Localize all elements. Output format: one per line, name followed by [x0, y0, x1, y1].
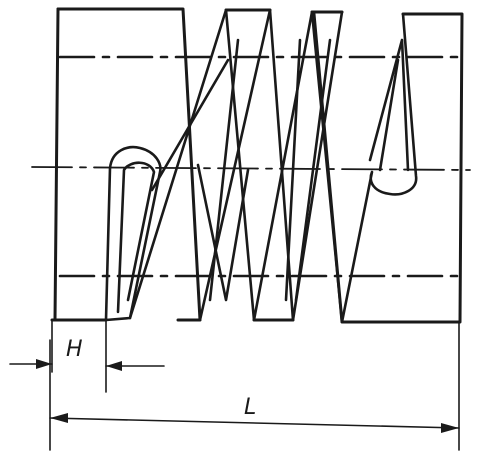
left-sleeve-edge: [53, 7, 60, 322]
coil-strand-c: [198, 8, 272, 322]
dim-l-arrow-right: [441, 423, 459, 433]
coil-strand-d: [224, 8, 256, 322]
left-coil-loop: [104, 145, 162, 322]
coil-strand-g: [268, 8, 295, 322]
left-sleeve-outline: [56, 7, 202, 322]
right-coil-loop: [340, 12, 418, 324]
left-coil-inner: [116, 161, 156, 314]
coil-strand-a: [128, 8, 228, 320]
coil-strand-k: [310, 10, 344, 324]
coil-strand-b: [150, 58, 230, 192]
coil-strand-h: [252, 10, 314, 322]
center-axis-line: [31, 166, 471, 171]
coil-strand-l: [294, 38, 332, 302]
dim-h-arrow-right: [106, 361, 122, 371]
coil-strand-e: [208, 38, 240, 302]
dim-h-label: H: [66, 337, 83, 362]
coil-strand-j: [284, 38, 302, 302]
right-coil-strand: [368, 38, 410, 172]
coil-strand-f: [196, 163, 250, 302]
dim-l-line: [49, 417, 460, 429]
dim-l-label: L: [244, 395, 256, 420]
dim-l-arrow-left: [50, 413, 68, 423]
right-coil-inner: [378, 58, 400, 172]
dim-h-arrow-left: [36, 359, 52, 369]
